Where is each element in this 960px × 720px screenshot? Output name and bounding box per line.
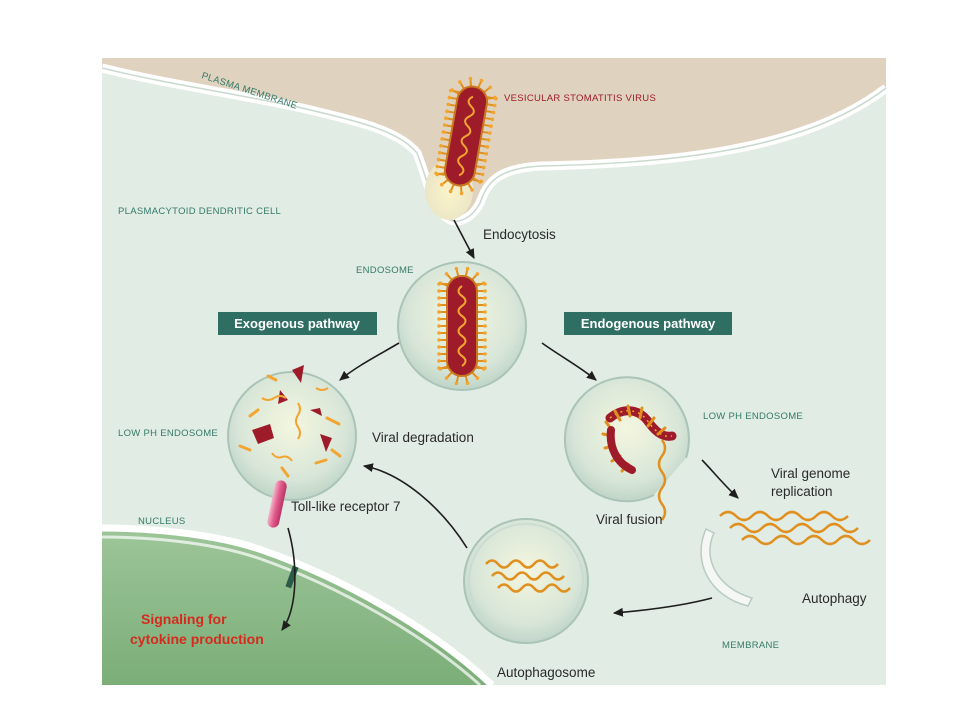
diagram-panel: PLASMA MEMBRANE VESICULAR STOMATITIS VIR… xyxy=(102,58,886,685)
signaling-label-line2: cytokine production xyxy=(130,631,264,647)
replicated-rna-strands xyxy=(719,510,871,546)
virus-particle-endosome xyxy=(437,266,487,386)
released-viral-rna xyxy=(657,439,667,521)
virus-label: VESICULAR STOMATITIS VIRUS xyxy=(504,93,656,104)
membrane-label: MEMBRANE xyxy=(722,640,779,651)
autophagy-membrane xyxy=(700,527,754,607)
signaling-arrow xyxy=(281,527,296,631)
fused-viral-envelope xyxy=(601,404,677,474)
degraded-virus-fragments xyxy=(238,365,342,478)
endogenous-label: Endogenous pathway xyxy=(581,316,716,331)
arrow-to-autophagosome xyxy=(612,597,713,617)
extracellular-space xyxy=(102,58,886,222)
nucleus xyxy=(102,528,492,685)
signaling-label-line1: Signaling for xyxy=(141,611,227,627)
low-ph-endosome-left-label: LOW PH ENDOSOME xyxy=(118,428,218,439)
endogenous-pathway-box: Endogenous pathway xyxy=(564,312,732,335)
tlr7-label: Toll-like receptor 7 xyxy=(291,499,401,514)
toll-like-receptor-7 xyxy=(267,480,287,528)
autophagosome-rna xyxy=(485,559,571,593)
exogenous-pathway-box: Exogenous pathway xyxy=(218,312,377,335)
genome-label-line1: Viral genome xyxy=(771,466,850,481)
low-ph-endosome-right xyxy=(563,376,690,503)
pathway-diagram: PLASMA MEMBRANE VESICULAR STOMATITIS VIR… xyxy=(102,58,886,685)
nucleus-label: NUCLEUS xyxy=(138,516,186,527)
low-ph-endosome-right-label: LOW PH ENDOSOME xyxy=(703,411,803,422)
viral-degradation-label: Viral degradation xyxy=(372,430,474,445)
endocytosis-arrow xyxy=(453,219,475,259)
virus-particle-top xyxy=(434,76,498,196)
replication-arrow xyxy=(701,459,739,499)
cell-label: PLASMACYTOID DENDRITIC CELL xyxy=(118,206,281,217)
viral-fusion-label: Viral fusion xyxy=(596,512,663,527)
virus-spikes xyxy=(434,76,498,196)
low-ph-endosome-left xyxy=(227,371,357,501)
exogenous-label: Exogenous pathway xyxy=(234,316,360,331)
virus-spikes xyxy=(437,266,487,386)
genome-label-line2: replication xyxy=(771,484,833,499)
endocytosis-label: Endocytosis xyxy=(483,227,556,242)
arrow-to-endogenous xyxy=(541,342,597,381)
arrow-to-degradation xyxy=(362,463,468,549)
arrow-to-exogenous xyxy=(339,342,400,381)
autophagosome xyxy=(463,518,589,644)
autophagosome-label: Autophagosome xyxy=(497,665,595,680)
autophagy-label: Autophagy xyxy=(802,591,867,606)
endosome-label: ENDOSOME xyxy=(356,265,414,276)
